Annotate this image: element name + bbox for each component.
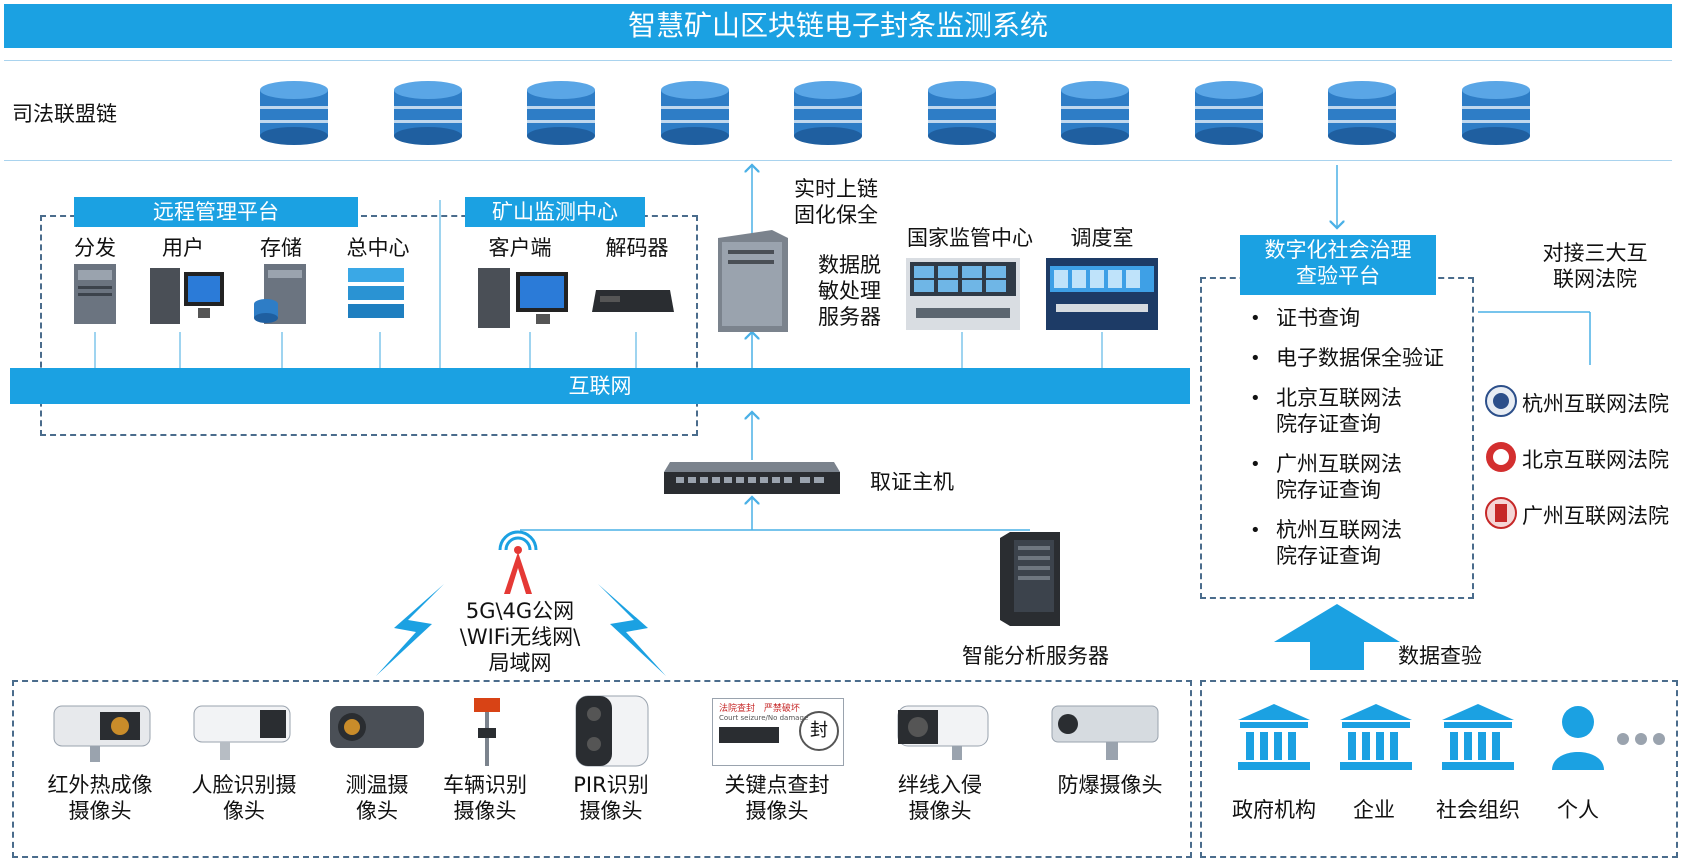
camera-group: [12, 680, 1192, 858]
lightning-left-icon: [376, 584, 444, 676]
database-node-icon: [527, 81, 595, 145]
analysis-server-label: 智能分析服务器: [962, 644, 1109, 668]
government-building-icon: [1238, 704, 1310, 770]
remote-platform-title: 远程管理平台: [74, 197, 358, 227]
storage-icon: [254, 264, 306, 324]
realtime-label: 实时上链 固化保全: [794, 177, 878, 227]
user-type-label: 企业: [1353, 798, 1395, 822]
court-guangzhou: 广州互联网法院: [1484, 496, 1680, 532]
divider-top: [4, 60, 1672, 61]
national-center-label: 国家监管中心: [907, 226, 1033, 250]
database-node-icon: [794, 81, 862, 145]
user-type-label: 政府机构: [1232, 798, 1316, 822]
item-client: 客户端: [488, 236, 552, 260]
analysis-server-icon: [1000, 532, 1060, 626]
enterprise-building-icon: [1340, 704, 1412, 770]
seal-camera-card: 法院查封 严禁破坏 Court seizure/No damage 封: [712, 698, 844, 766]
dispatch-room-label: 调度室: [1070, 226, 1134, 250]
explosion-proof-camera-icon: [1051, 705, 1159, 760]
court-beijing: 北京互联网法院: [1484, 440, 1680, 476]
client-computer-icon: [478, 268, 568, 328]
desens-server-label: 数据脱 敏处理 服务器: [818, 253, 881, 329]
item-storage: 存储: [260, 236, 302, 260]
camera-label: 绊线入侵摄像头: [898, 773, 982, 823]
internet-bar: 互联网: [10, 368, 1190, 404]
chain-label: 司法联盟链: [12, 102, 117, 126]
database-node-icon: [927, 81, 996, 145]
courts-title: 对接三大互 联网法院: [1542, 241, 1648, 291]
monitoring-center-photo: [906, 258, 1020, 330]
camera-label: PIR识别摄像头: [573, 773, 649, 823]
network-label: 5G\4G公网 \WIFi无线网\ 局域网: [459, 599, 581, 675]
database-node-icon: [1328, 81, 1396, 145]
face-recognition-camera-icon: [193, 705, 291, 760]
workstation-icon: [150, 268, 224, 324]
court-emblem-icon: [1486, 442, 1516, 472]
item-decoder: 解码器: [605, 236, 669, 260]
switch-icon: [664, 462, 840, 494]
seal-stamp: 封: [799, 711, 839, 751]
wireless-tower-icon: [498, 530, 538, 594]
desensitization-server-icon: [718, 230, 788, 332]
item-distribute: 分发: [74, 236, 116, 260]
database-node-icon: [260, 81, 328, 145]
database-node-icon: [1461, 81, 1530, 145]
camera-label: 关键点查封摄像头: [724, 773, 830, 823]
more-icon: [1617, 733, 1665, 745]
pir-camera-icon: [575, 695, 649, 767]
database-node-icon: [393, 81, 462, 145]
camera-label: 红外热成像摄像头: [47, 773, 153, 823]
camera-label: 人脸识别摄像头: [191, 773, 297, 823]
decoder-icon: [592, 290, 674, 312]
data-check-arrow-icon: [1274, 604, 1400, 670]
court-emblem-icon: [1485, 385, 1517, 417]
database-node-icon: [660, 81, 729, 145]
evidence-host-label: 取证主机: [870, 470, 954, 494]
server-icon: [74, 264, 116, 324]
divider-chain: [4, 160, 1672, 161]
management-group: [40, 215, 698, 436]
court-hangzhou: 杭州互联网法院: [1484, 384, 1680, 420]
item-headquarters: 总中心: [346, 236, 410, 260]
lightning-right-icon: [598, 584, 666, 676]
database-node-icon: [1194, 81, 1263, 145]
thermal-camera-icon: [53, 705, 151, 762]
database-node-icon: [1061, 81, 1129, 145]
page-title: 智慧矿山区块链电子封条监测系统: [4, 4, 1672, 48]
court-emblem-icon: [1485, 497, 1517, 529]
hub-icon: [348, 268, 404, 318]
verification-platform-title: 数字化社会治理 查验平台: [1240, 235, 1436, 295]
camera-label: 测温摄像头: [345, 773, 409, 823]
dispatch-room-photo: [1046, 258, 1158, 330]
camera-label: 车辆识别摄像头: [443, 773, 527, 823]
temperature-camera-icon: [330, 706, 424, 748]
blockchain-nodes: [0, 80, 1683, 150]
data-check-label: 数据查验: [1398, 644, 1482, 668]
item-user: 用户: [162, 236, 204, 260]
social-organization-building-icon: [1442, 704, 1514, 770]
tripwire-camera-icon: [897, 705, 989, 760]
user-type-label: 个人: [1557, 798, 1599, 822]
user-group: [1200, 680, 1678, 858]
person-icon: [1552, 706, 1604, 770]
vehicle-recognition-camera-icon: [474, 698, 500, 766]
mine-center-title: 矿山监测中心: [465, 197, 645, 227]
camera-label: 防爆摄像头: [1057, 773, 1163, 797]
user-type-label: 社会组织: [1436, 798, 1520, 822]
